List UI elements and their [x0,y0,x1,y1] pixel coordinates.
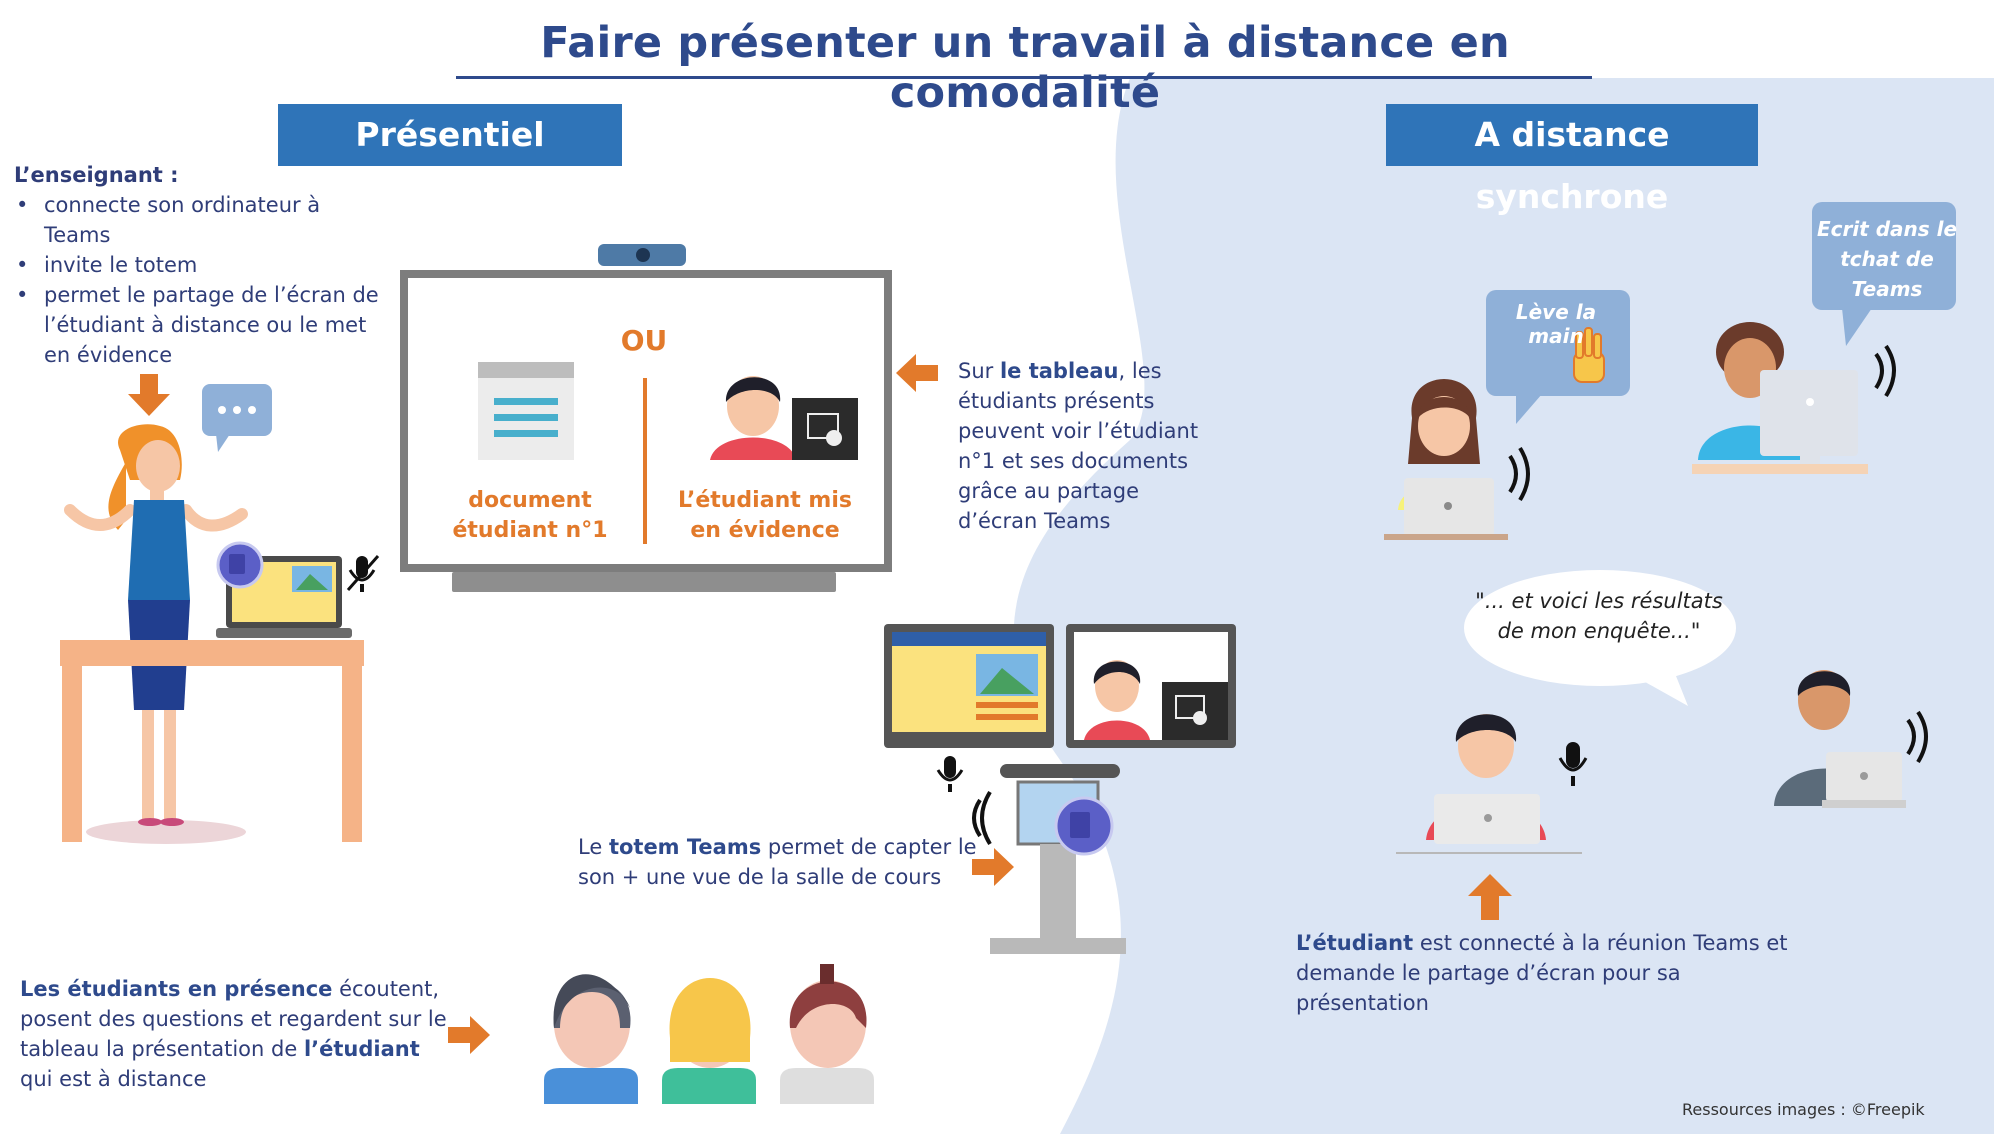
sound-waves-icon [1508,446,1530,502]
document-icon [478,362,574,460]
presenting-student [1396,714,1588,854]
section-header-presentiel: Présentiel [278,104,622,166]
page-title: Faire présenter un travail à distance en… [540,18,1510,118]
title-underline [456,76,1592,79]
mic-icon [1558,742,1588,786]
whiteboard-tray [452,572,836,592]
board-note: Sur le tableau, les étudiants présents p… [958,359,1199,533]
chat-bubble-icon [202,384,272,452]
students-note: Les étudiants en présence écoutent, pose… [20,977,447,1091]
teacher-item: invite le totem [14,250,384,280]
document-label: document étudiant n°1 [452,488,608,543]
teacher-title: L’enseignant : [14,163,179,187]
screen-share-icon [807,413,839,439]
raise-hand-bubble [1486,290,1630,424]
remote-student-man-monitor [1692,322,1896,474]
teacher-illustration [60,374,380,844]
totem-illustration [884,624,1236,954]
sound-waves-icon [972,790,992,846]
board-divider [643,378,647,544]
section-header-distance: A distance synchrone [1386,104,1758,216]
student-highlight-label: L’étudiant mis en évidence [678,488,852,543]
arrow-down-icon [128,374,170,416]
image-credit: Ressources images : ©Freepik [1682,1100,1925,1119]
camera-lens [636,248,650,262]
sound-waves-icon [1906,710,1928,764]
teacher-item: permet le partage de l’écran de l’étudia… [14,280,384,370]
board-or-label: OU [620,324,668,357]
chat-label: Ecrit dans le tchat de Teams [1816,217,1958,301]
teacher-list: connecte son ordinateur à Teams invite l… [14,190,384,370]
chat-bubble [1812,202,1956,346]
arrow-up-icon [1468,874,1512,920]
sound-waves-icon [1874,344,1896,398]
mic-icon [936,756,964,792]
muted-mic-icon [346,555,380,592]
audience-illustration [544,964,874,1104]
student-avatar-board [710,376,858,460]
teacher-item: connecte son ordinateur à Teams [14,190,384,250]
arrow-right-icon [972,848,1014,886]
raised-hand-icon [1573,327,1605,383]
totem-note: Le totem Teams permet de capter le son +… [578,835,977,889]
remote-student-laptop [1774,670,1928,808]
remote-student-note: L’étudiant est connecté à la réunion Tea… [1296,931,1788,1015]
speech-bubble [1464,570,1736,706]
arrow-left-icon [896,354,938,392]
remote-student-woman [1384,379,1530,540]
arrow-right-icon [448,1016,490,1054]
raise-hand-label: Lève la main [1515,300,1597,348]
speech-text: "... et voici les résultats de mon enquê… [1475,589,1723,643]
